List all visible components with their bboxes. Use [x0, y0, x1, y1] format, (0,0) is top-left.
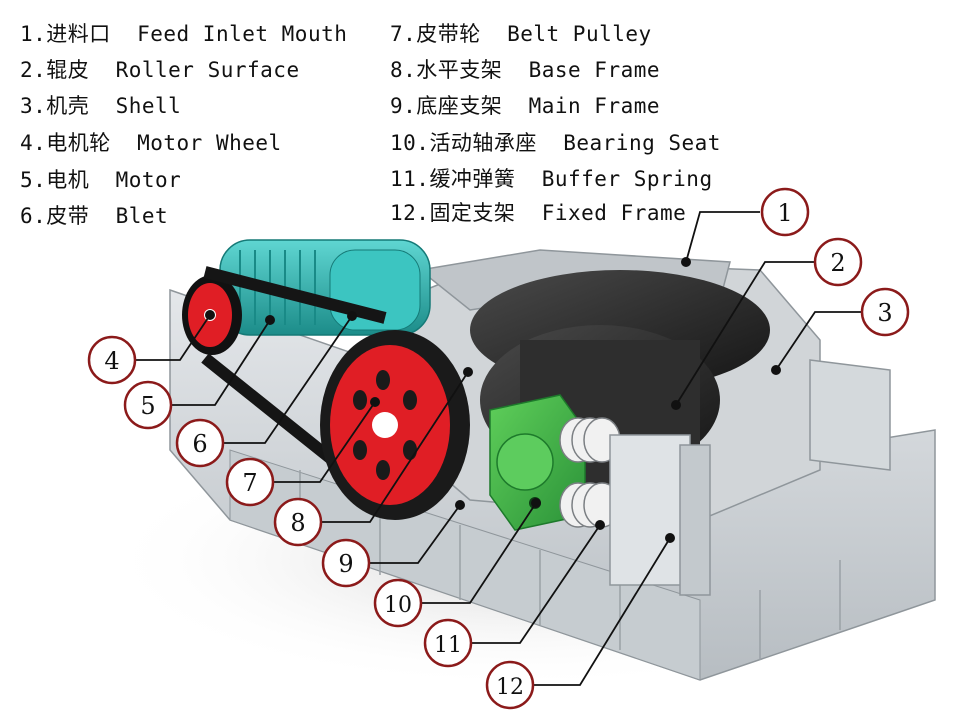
callout-label-11: 11: [434, 633, 462, 658]
motor: [219, 239, 431, 336]
callout-1: [760, 187, 810, 237]
buffer-springs: [559, 417, 621, 528]
callout-6: [175, 418, 225, 468]
legend-item-9: 9.底座支架 Main Frame: [390, 94, 661, 118]
callout-label-9: 9: [338, 550, 353, 578]
belt-pulley: [320, 330, 470, 520]
callout-label-6: 6: [192, 430, 207, 458]
callouts: [87, 187, 910, 710]
callout-9: [321, 538, 371, 588]
legend-item-11: 11.缓冲弹簧 Buffer Spring: [390, 167, 713, 191]
callout-label-5: 5: [140, 392, 155, 420]
callout-4: [87, 335, 137, 385]
callout-label-3: 3: [877, 299, 892, 327]
callout-label-4: 4: [104, 347, 119, 375]
callout-label-12: 12: [496, 675, 524, 700]
legend-item-6: 6.皮带 Blet: [20, 204, 169, 228]
callout-label-1: 1: [777, 199, 792, 227]
legend-item-7: 7.皮带轮 Belt Pulley: [390, 22, 652, 46]
callout-label-10: 10: [384, 593, 412, 618]
legend-item-4: 4.电机轮 Motor Wheel: [20, 131, 282, 155]
frame-ribs: [299, 470, 841, 660]
leader-lines: [136, 211, 862, 686]
callout-5: [123, 380, 173, 430]
legend-item-10: 10.活动轴承座 Bearing Seat: [390, 131, 721, 155]
legend-item-2: 2.辊皮 Roller Surface: [20, 58, 300, 82]
callout-12: [485, 660, 535, 710]
callout-10: [373, 578, 423, 628]
legend-item-5: 5.电机 Motor: [20, 168, 182, 192]
callout-7: [225, 457, 275, 507]
callout-2: [813, 237, 863, 287]
leader-dots: [205, 257, 781, 543]
legend-item-12: 12.固定支架 Fixed Frame: [390, 201, 687, 225]
callout-8: [273, 497, 323, 547]
legend-item-1: 1.进料口 Feed Inlet Mouth: [20, 22, 348, 46]
fixed-frame: [609, 359, 891, 596]
callout-label-8: 8: [290, 509, 305, 537]
callout-labels: 1 2 3 4 5 6 7 8 9 10 11 12: [104, 199, 892, 700]
callout-label-7: 7: [242, 469, 257, 497]
legend-item-8: 8.水平支架 Base Frame: [390, 58, 661, 82]
callout-3: [860, 287, 910, 337]
legend-item-3: 3.机壳 Shell: [20, 94, 182, 118]
callout-label-2: 2: [830, 249, 845, 277]
callout-11: [423, 618, 473, 668]
